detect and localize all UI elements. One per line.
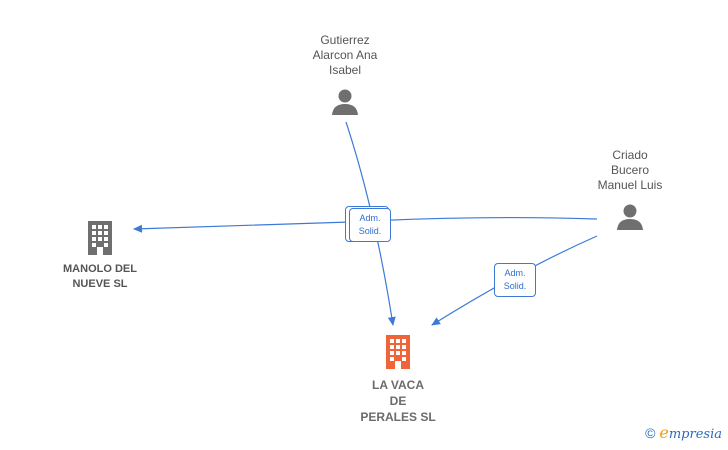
building-icon (88, 221, 112, 255)
person-name-line: Alarcon Ana (312, 48, 378, 62)
company-name-line: NUEVE SL (72, 278, 128, 290)
company-name-left: MANOLO DEL NUEVE SL (52, 262, 148, 292)
company-name-main: LA VACA DE PERALES SL (346, 377, 450, 425)
company-node-main[interactable]: LA VACA DE PERALES SL (346, 333, 450, 425)
footer-brand: © empresia (645, 423, 722, 442)
person-node-top[interactable]: Gutierrez Alarcon Ana Isabel (290, 33, 400, 122)
company-node-left[interactable]: MANOLO DEL NUEVE SL (52, 219, 148, 292)
company-name-line: MANOLO DEL (63, 263, 137, 275)
person-name-line: Manuel Luis (597, 178, 663, 192)
copyright-symbol: © (645, 424, 656, 441)
person-name-line: Bucero (610, 163, 650, 177)
person-icon (617, 204, 643, 230)
person-name-line: Isabel (328, 63, 362, 77)
empresia-logo[interactable]: empresia (659, 423, 722, 442)
role-badge-line: Solid. (358, 226, 382, 236)
company-name-line: LA VACA (372, 378, 424, 392)
role-badge-line: Adm. (504, 268, 526, 278)
company-name-line: DE (389, 394, 407, 408)
company-name-line: PERALES SL (360, 410, 436, 424)
role-badge-line: Solid. (503, 281, 527, 291)
role-badge-line: Adm. (359, 213, 381, 223)
person-node-right[interactable]: Criado Bucero Manuel Luis (578, 148, 682, 237)
building-icon (386, 335, 410, 369)
brand-initial: e (659, 423, 669, 442)
role-badge-right[interactable]: Adm. Solid. (494, 263, 536, 297)
role-badge-center[interactable]: Adm. Solid. (349, 208, 391, 242)
person-name-right: Criado Bucero Manuel Luis (578, 148, 682, 193)
person-name-top: Gutierrez Alarcon Ana Isabel (290, 33, 400, 78)
person-name-line: Gutierrez (320, 33, 370, 47)
person-icon (332, 89, 358, 115)
brand-name: mpresia (668, 427, 722, 442)
person-name-line: Criado (612, 148, 648, 162)
